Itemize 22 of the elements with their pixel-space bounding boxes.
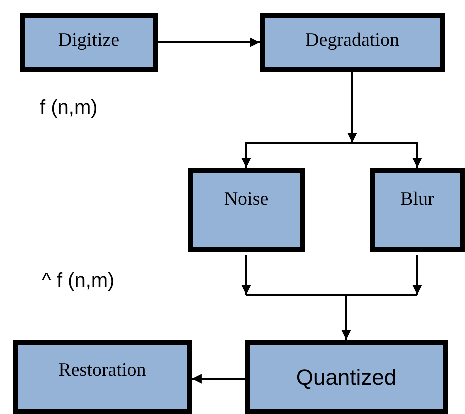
arrow: [246, 294, 418, 341]
signal-label: f (n,m): [40, 97, 98, 120]
box-label: Restoration: [58, 360, 148, 382]
box-label: Quantized: [295, 365, 398, 391]
arrow: [348, 72, 358, 143]
arrow: [242, 255, 252, 295]
box-label: Blur: [400, 189, 436, 211]
box-label: Noise: [223, 189, 270, 211]
arrow: [352, 142, 422, 168]
box-label: Digitize: [57, 30, 121, 52]
process-box: [13, 340, 192, 414]
process-box: [245, 340, 448, 414]
process-box: [260, 13, 445, 72]
process-box: [370, 168, 465, 252]
arrow: [242, 142, 352, 168]
process-box: [20, 13, 158, 72]
box-label: Degradation: [304, 30, 400, 52]
signal-label: ^ f (n,m): [42, 270, 115, 293]
arrow: [192, 374, 245, 384]
process-box: [188, 168, 305, 252]
arrow: [412, 255, 422, 295]
arrow: [158, 38, 260, 48]
